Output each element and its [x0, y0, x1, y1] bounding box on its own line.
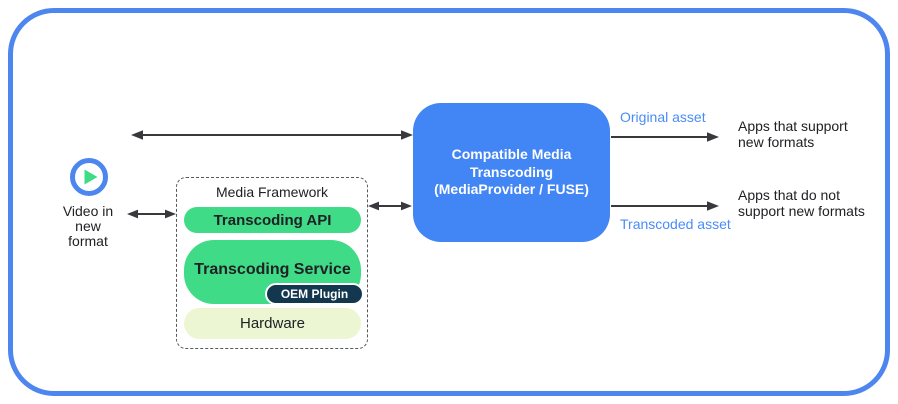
- media-framework-title: Media Framework: [215, 184, 329, 200]
- play-icon: [70, 158, 108, 196]
- apps-no-support-label: Apps that do not support new formats: [738, 187, 865, 219]
- oem-plugin-chip: OEM Plugin: [265, 283, 364, 305]
- apps-support-label: Apps that support new formats: [738, 118, 848, 150]
- original-asset-label: Original asset: [620, 109, 706, 125]
- source-video-label: Video in new format: [62, 203, 114, 249]
- transcoded-asset-label: Transcoded asset: [620, 216, 731, 232]
- hardware-label: Hardware: [239, 315, 306, 332]
- compatible-media-transcoding-box: Compatible Media Transcoding (MediaProvi…: [413, 103, 610, 242]
- transcoding-api-layer: Transcoding API: [184, 207, 361, 233]
- hardware-layer: Hardware: [184, 308, 361, 339]
- transcoding-service-label: Transcoding Service: [194, 261, 351, 278]
- transcoding-api-label: Transcoding API: [213, 211, 332, 229]
- diagram-border: [8, 8, 890, 396]
- oem-plugin-label: OEM Plugin: [280, 287, 349, 301]
- media-framework-box: Media Framework Transcoding API Transcod…: [176, 177, 368, 349]
